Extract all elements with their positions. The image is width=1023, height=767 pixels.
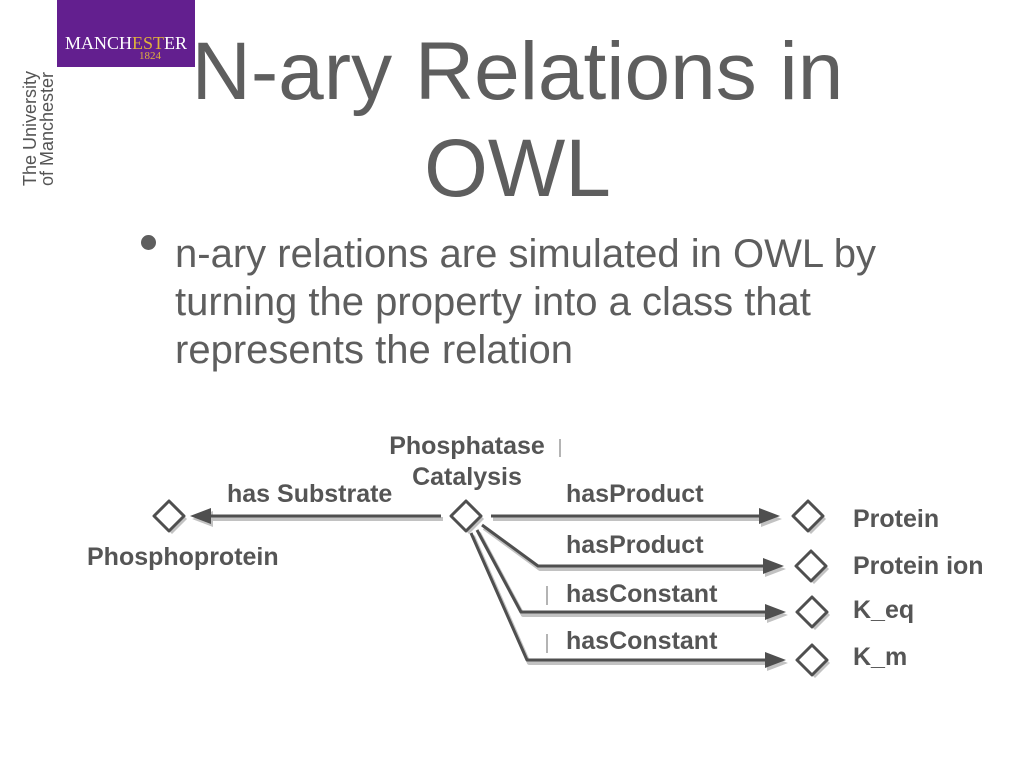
arrowhead-shadow: [767, 655, 788, 671]
diamond-icon: [794, 549, 828, 583]
node-diamond-k-eq: [795, 595, 830, 630]
edge-has-product-protein: [491, 508, 782, 527]
node-label-k-eq: K_eq: [853, 596, 915, 624]
diamond-shadow: [800, 648, 830, 678]
logo-wordmark-part: ER: [164, 33, 188, 53]
arrowhead-shadow: [765, 561, 786, 577]
diamond-shadow: [157, 504, 187, 534]
arrowhead-left-icon: [190, 508, 211, 524]
arrowhead-shadow: [192, 511, 213, 527]
node-label-phosphoprotein: Phosphoprotein: [87, 543, 279, 571]
arrowhead-shadow: [767, 607, 788, 623]
university-lockup: The University of Manchester: [20, 61, 57, 186]
diamond-shadow: [799, 554, 829, 584]
diamond-shadow: [800, 600, 830, 630]
node-diamond-k-m: [795, 643, 830, 678]
logo-wordmark-accent: EST: [132, 33, 165, 53]
diamond-icon: [791, 499, 825, 533]
lockup-line: of Manchester: [37, 71, 57, 186]
edge-label-has-constant-2: hasConstant: [566, 627, 718, 655]
node-label-protein: Protein: [853, 505, 940, 533]
arrowhead-shadow: [761, 511, 782, 527]
edge-label-has-product-1: hasProduct: [566, 480, 704, 508]
diamond-shadow: [796, 504, 826, 534]
university-logo: MANCHESTER 1824: [57, 0, 195, 67]
diamond-icon: [795, 643, 829, 677]
edge-label-has-product-2: hasProduct: [566, 531, 704, 559]
diamond-icon: [152, 499, 186, 533]
node-diamond-protein: [791, 499, 826, 534]
logo-wordmark: MANCHESTER: [65, 34, 187, 52]
slide-title: N-ary Relations in OWL: [191, 26, 844, 214]
node-diamond-phosphatase-catalysis: [449, 499, 484, 534]
arrowhead-right-icon: [763, 558, 784, 574]
arrowhead-right-icon: [765, 604, 786, 620]
logo-year: 1824: [139, 50, 161, 62]
edge-label-has-substrate: has Substrate: [227, 480, 393, 508]
diamond-icon: [449, 499, 483, 533]
node-diamond-phosphoprotein: [152, 499, 187, 534]
node-label-protein-ion: Protein ion: [853, 552, 984, 580]
edge-has-substrate: [190, 508, 443, 527]
bullet-text: n-ary relations are simulated in OWL by …: [175, 232, 877, 372]
edge-label-has-constant-1: hasConstant: [566, 580, 718, 608]
node-label-k-m: K_m: [853, 643, 908, 671]
logo-wordmark-part: MANCH: [65, 33, 133, 53]
diamond-icon: [795, 595, 829, 629]
bullet-dot-icon: [141, 235, 156, 250]
node-diamond-protein-ion: [794, 549, 829, 584]
arrowhead-right-icon: [759, 508, 780, 524]
node-label-phosphatase-catalysis: Phosphatase Catalysis: [389, 432, 545, 491]
arrowhead-right-icon: [765, 652, 786, 668]
diamond-shadow: [454, 504, 484, 534]
